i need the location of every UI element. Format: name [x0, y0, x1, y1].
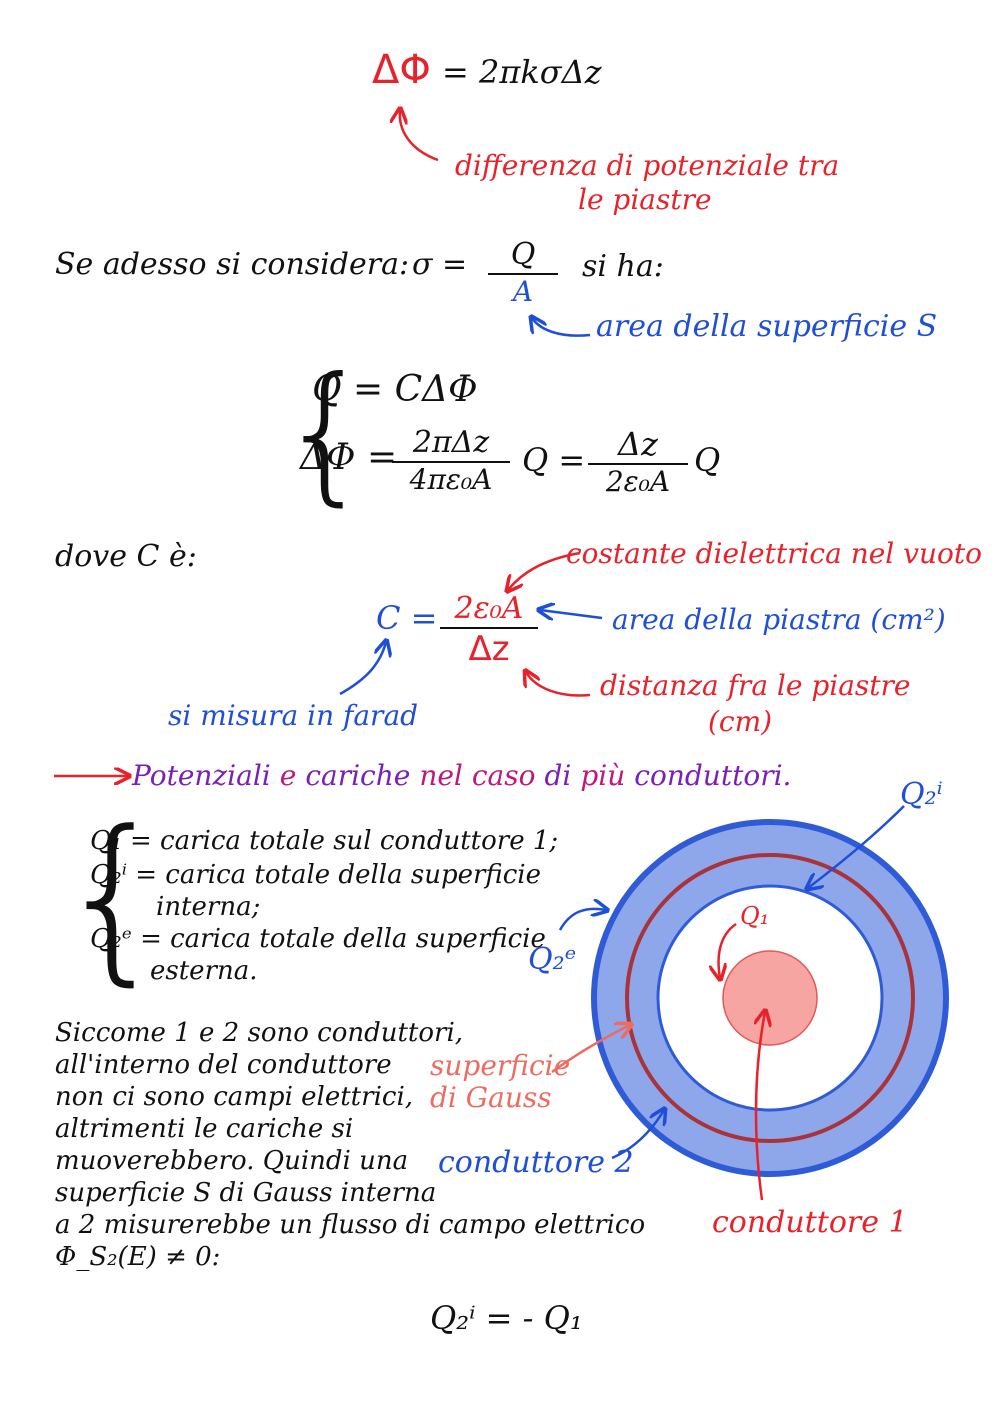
heading-word: più [580, 759, 626, 792]
eq1-rhs: = 2πkσΔz [442, 53, 602, 91]
heading-word: di [544, 759, 572, 792]
def-q2i-cont: interna; [156, 892, 261, 922]
arrow-q1 [719, 922, 737, 978]
arrow-plate-area [540, 610, 603, 618]
consider-text: Se adesso si considera: [55, 247, 410, 282]
frac1-den: 4πε₀A [409, 463, 493, 496]
heading-word: Potenziali [132, 759, 271, 792]
arrow-potential [400, 110, 439, 162]
system-tail: Q [694, 441, 721, 479]
system-row1: Q = CΔΦ [312, 369, 478, 410]
system-brace: { [278, 346, 374, 520]
label-gauss-2: di Gauss [430, 1081, 552, 1114]
note-farad: si misura in farad [168, 699, 419, 732]
note-potential-line1: differenza di potenziale tra [455, 149, 840, 182]
para-line: superficie S di Gauss interna [55, 1178, 437, 1208]
sigma-eq: σ = [412, 247, 468, 282]
system-frac1: 2πΔz 4πε₀A [392, 428, 510, 494]
heading-word: cariche [305, 759, 411, 792]
si-ha: si ha: [582, 249, 664, 284]
cap-lhs: C = [376, 599, 438, 637]
conductor-2-shell [591, 819, 949, 1177]
label-conductor-1: conduttore 1 [712, 1205, 908, 1240]
heading-word: e [279, 759, 297, 792]
label-q1: Q₁ [740, 902, 770, 930]
note-dielectric: costante dielettrica nel vuoto [566, 537, 982, 570]
defs-brace: { [56, 793, 171, 1002]
system-row2-lhs: ΔΦ = [300, 437, 398, 478]
dove-text: dove C è: [55, 539, 197, 574]
system-mid: Q = [522, 441, 586, 479]
heading-word: nel [419, 759, 463, 792]
note-distance-line2: (cm) [708, 705, 773, 738]
para-line: all'interno del conduttore [55, 1050, 392, 1080]
fraction-bar [392, 461, 510, 463]
label-q2e: Q₂ᵉ [528, 942, 577, 977]
frac2-num: Δz [618, 425, 658, 463]
conductor-1-core [722, 950, 818, 1046]
fraction-bar [488, 273, 558, 275]
final-equation: Q₂ⁱ = - Q₁ [430, 1299, 583, 1337]
def-q1: Q₁ = carica totale sul conduttore 1; [90, 826, 559, 856]
heading-word: caso [471, 759, 536, 792]
heading-word: conduttori. [634, 759, 792, 792]
para-line: muoverebbero. Quindi una [55, 1146, 409, 1176]
gauss-surface [625, 853, 915, 1143]
fraction-bar [588, 463, 688, 465]
label-gauss-1: superficie [430, 1049, 571, 1082]
arrow-q2e [558, 909, 606, 931]
arrow-area-surface [532, 318, 591, 337]
para-line: a 2 misurerebbe un flusso di campo elett… [55, 1210, 646, 1240]
def-q2i: Q₂ⁱ = carica totale della superficie [90, 860, 542, 890]
cap-fraction: 2ε₀A Δz [440, 594, 538, 666]
arrow-q2i [808, 805, 905, 888]
cap-den: Δz [468, 629, 510, 669]
cap-num: 2ε₀A [454, 591, 524, 626]
def-q2e: Q₂ᵉ = carica totale della superficie [90, 924, 546, 954]
arrow-conductor-1 [756, 1012, 765, 1201]
para-line: Siccome 1 e 2 sono conduttori, [55, 1018, 464, 1048]
note-plate-area: area della piastra (cm²) [612, 603, 946, 636]
def-q2e-cont: esterna. [150, 956, 258, 986]
note-area-surface: area della superficie S [596, 309, 938, 344]
delta-phi-symbol: ΔΦ [372, 47, 431, 93]
fraction-bar [440, 627, 538, 629]
sigma-fraction: Q A [488, 240, 558, 306]
para-line: non ci sono campi elettrici, [55, 1082, 414, 1112]
para-line: altrimenti le cariche si [55, 1114, 354, 1144]
frac1-num: 2πΔz [412, 425, 490, 460]
conductor-2-inner-surface [656, 884, 884, 1112]
frac2-den: 2ε₀A [605, 465, 671, 498]
sigma-den: A [512, 275, 534, 308]
arrow-farad [339, 642, 386, 696]
note-distance-line1: distanza fra le piastre [600, 669, 911, 702]
label-q2i: Q₂ⁱ [900, 777, 943, 812]
system-frac2: Δz 2ε₀A [588, 428, 688, 496]
para-line: Φ_S₂(E) ≠ 0: [55, 1242, 221, 1272]
label-conductor-2: conduttore 2 [438, 1145, 634, 1180]
note-potential-line2: le piastre [578, 183, 712, 216]
arrow-distance [526, 672, 591, 697]
sigma-num: Q [510, 237, 536, 272]
